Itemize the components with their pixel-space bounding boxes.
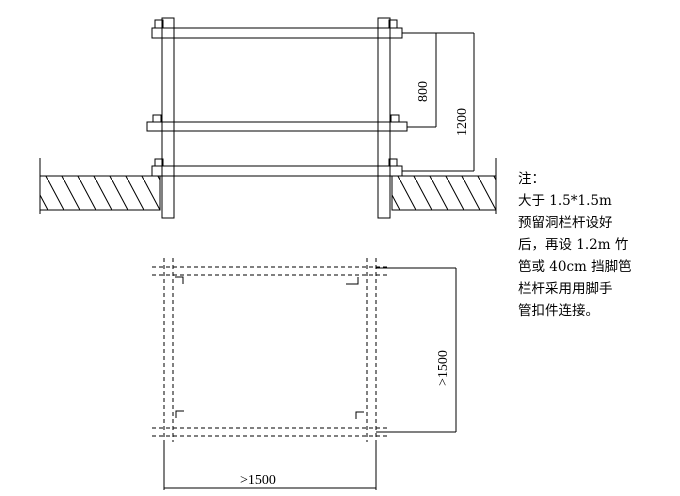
note-line-1: 大于 1.5*1.5m <box>518 193 612 209</box>
dimension-lines-elevation <box>402 32 475 172</box>
note-line-4: 笆或 40cm 挡脚笆 <box>518 259 632 275</box>
dimension-vertical-label: >1500 <box>436 350 451 386</box>
ground-slab-right <box>391 158 497 214</box>
top-rail <box>151 27 403 39</box>
plan-rail-right <box>366 258 377 442</box>
plan-rail-left <box>163 258 174 442</box>
note-line-6: 管扣件连接。 <box>518 303 599 319</box>
elevation-view <box>39 17 497 219</box>
elevation-post-left <box>161 17 175 219</box>
note-line-5: 栏杆采用用脚手 <box>518 281 613 297</box>
dimension-horizontal-label: >1500 <box>240 473 276 488</box>
plan-view <box>152 258 457 490</box>
note-block: 注： 大于 1.5*1.5m 预留洞栏杆设好 后，再设 1.2m 竹 笆或 40… <box>518 168 668 322</box>
note-line-2: 预留洞栏杆设好 <box>518 215 613 231</box>
ground-slab-left <box>39 158 161 214</box>
bottom-rail <box>151 165 403 177</box>
note-line-3: 后，再设 1.2m 竹 <box>518 237 629 253</box>
note-title: 注： <box>518 171 545 187</box>
dimension-lines-plan <box>163 267 457 490</box>
middle-rail <box>146 121 408 132</box>
plan-rail-bottom <box>152 427 388 437</box>
plan-coupler-marks <box>175 276 364 419</box>
couplers <box>152 19 400 167</box>
elevation-post-right <box>377 17 391 219</box>
plan-rail-top <box>152 266 388 276</box>
dimension-800-label: 800 <box>416 81 431 102</box>
dimension-1200-label: 1200 <box>455 108 470 136</box>
